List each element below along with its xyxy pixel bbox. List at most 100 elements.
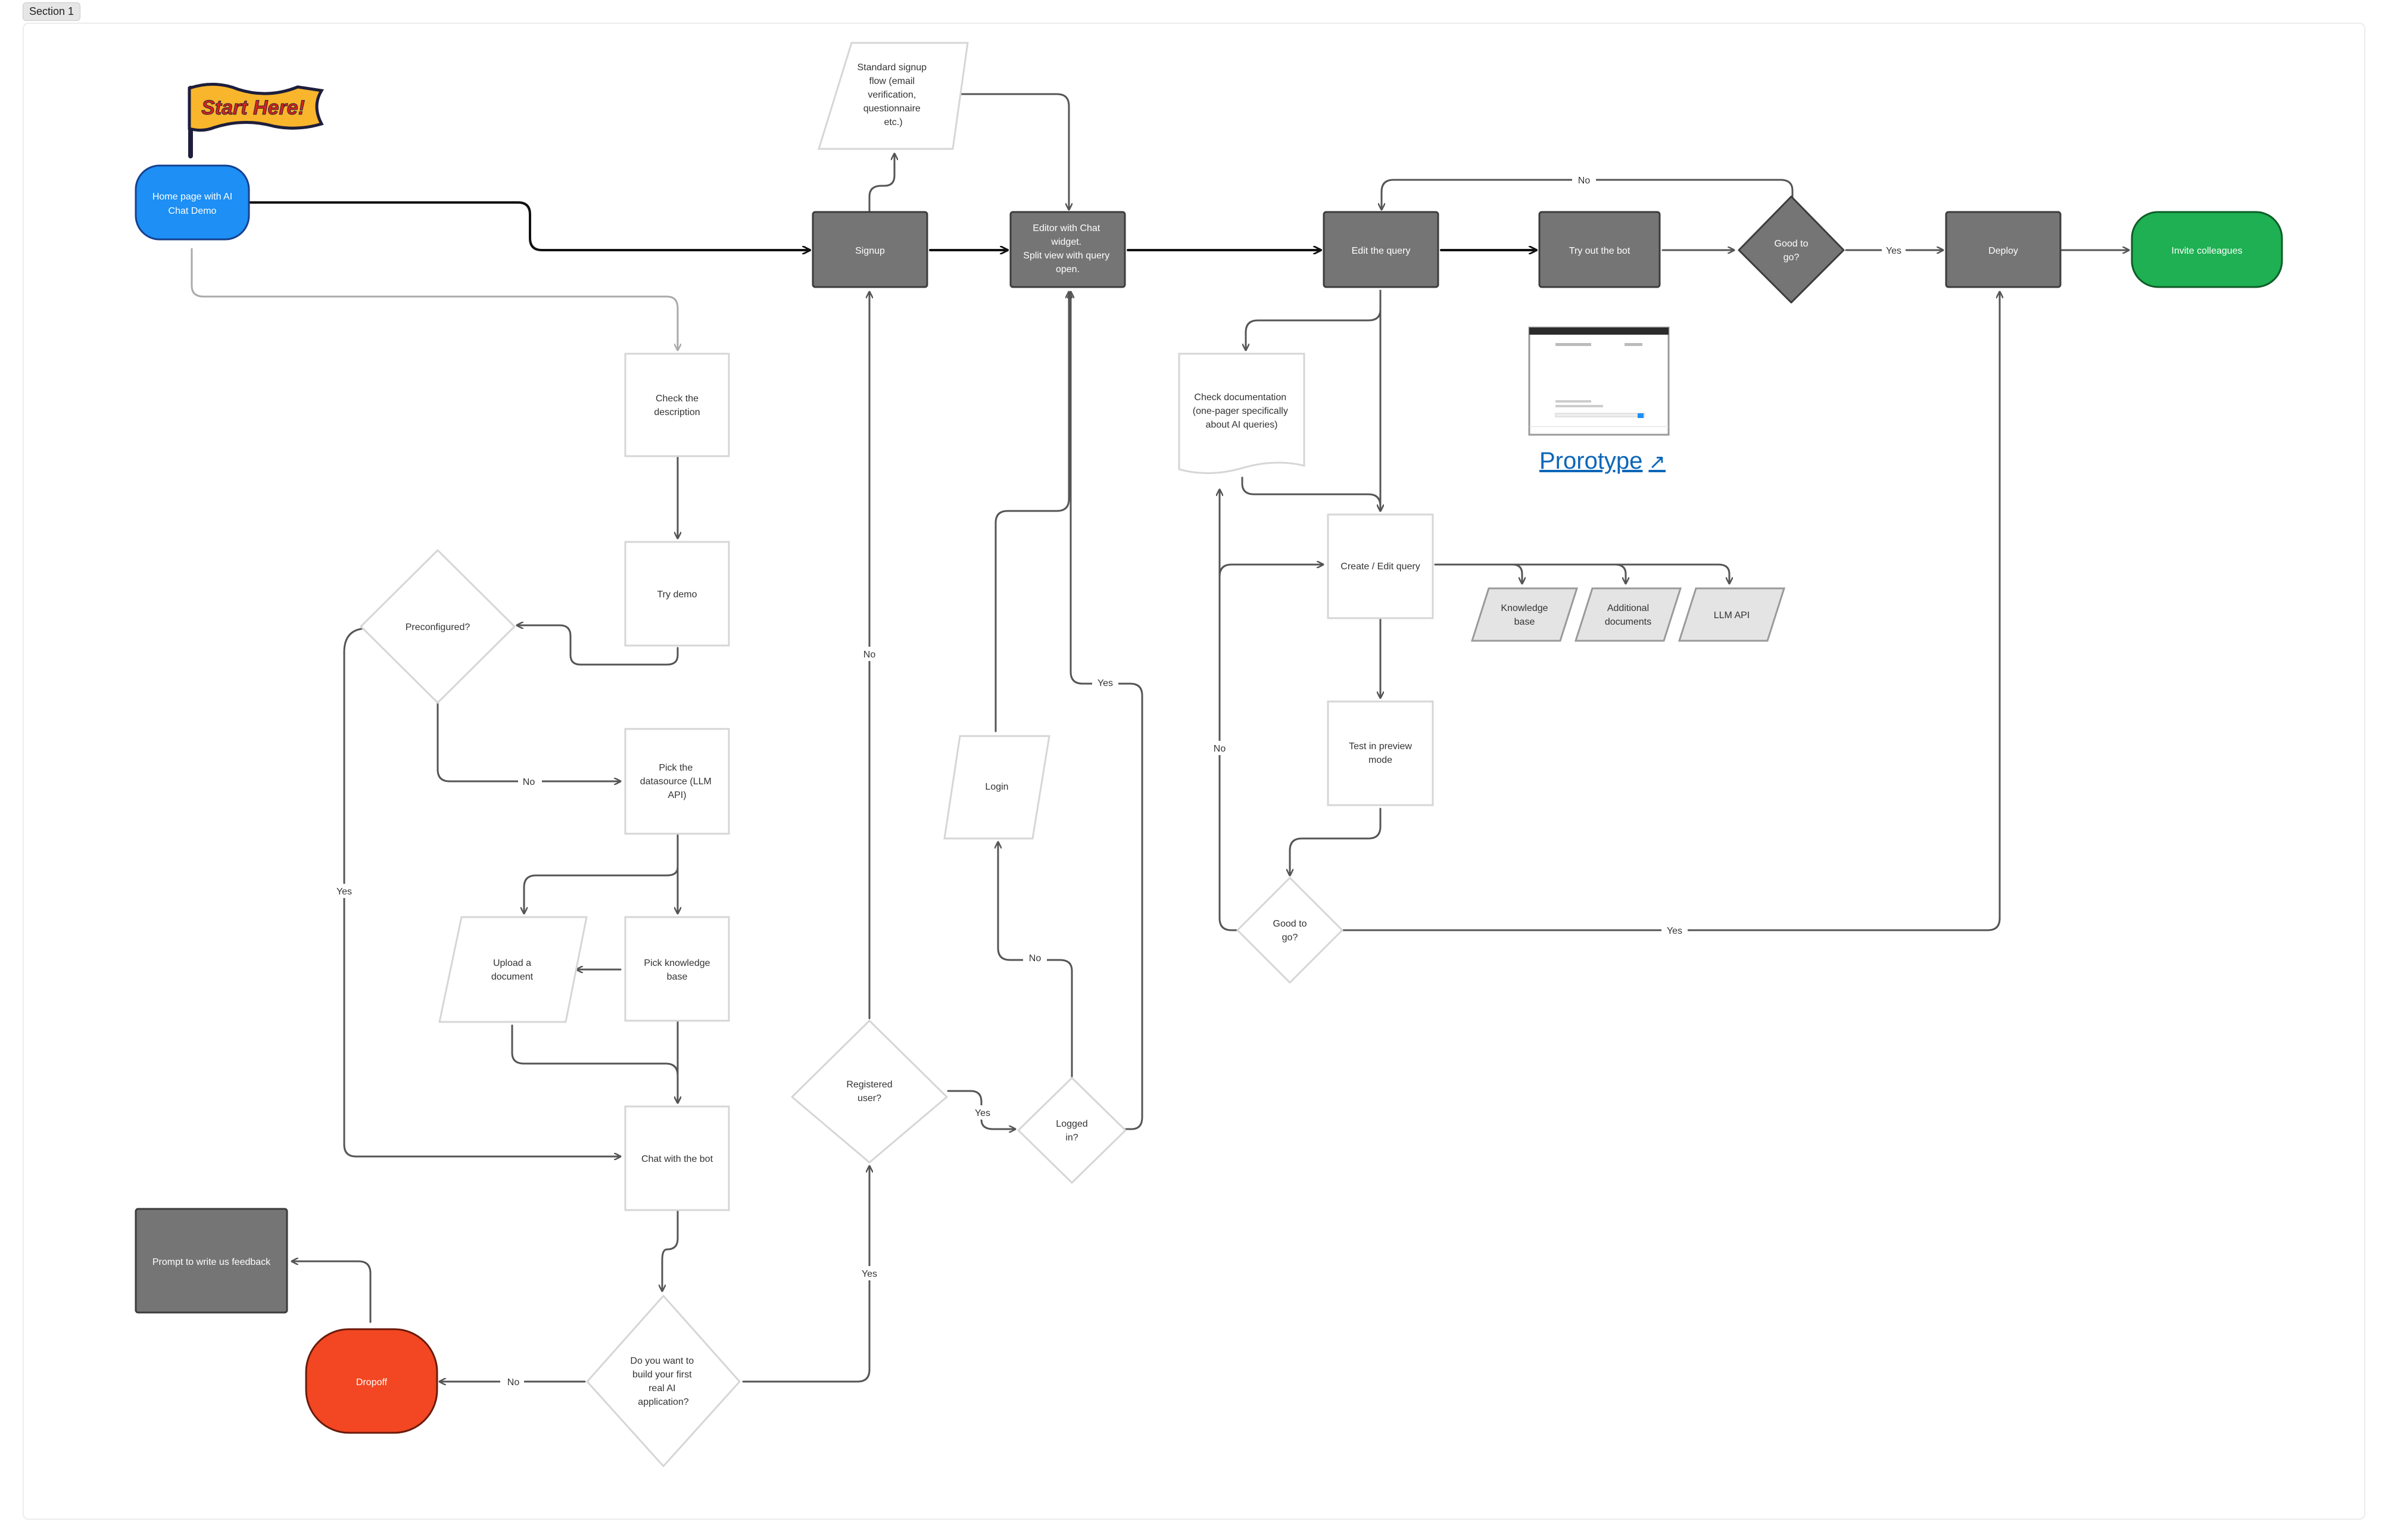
svg-text:Try out the bot: Try out the bot bbox=[1569, 246, 1630, 256]
node-try-demo[interactable]: Try demo bbox=[624, 541, 730, 647]
label-no-preconf: No bbox=[523, 777, 535, 787]
node-login[interactable]: Login bbox=[943, 735, 1050, 840]
node-chat-bot[interactable]: Chat with the bot bbox=[624, 1105, 730, 1211]
edge-signup-standard bbox=[868, 152, 894, 212]
node-create-edit[interactable]: Create / Edit query bbox=[1327, 513, 1434, 619]
edge-build-yes-registered bbox=[742, 1165, 869, 1383]
label-no-top: No bbox=[1578, 176, 1591, 186]
edge-create-kb bbox=[1434, 563, 1522, 585]
prototype-link[interactable]: Prorotype↗ bbox=[1539, 448, 1666, 475]
edge-standard-editor bbox=[955, 93, 1069, 211]
label-no-build: No bbox=[507, 1377, 520, 1388]
node-build-first[interactable]: Do you want to build your first real AI … bbox=[586, 1295, 741, 1467]
label-yes-mid: Yes bbox=[1667, 926, 1682, 936]
svg-text:Create / Edit query: Create / Edit query bbox=[1340, 562, 1420, 572]
label-yes-preconf: Yes bbox=[336, 887, 352, 897]
node-dropoff[interactable]: Dropoff bbox=[305, 1328, 438, 1434]
node-editor[interactable]: Editor with Chat widget. Split view with… bbox=[1009, 211, 1126, 288]
external-link-icon: ↗ bbox=[1648, 451, 1666, 473]
node-signup[interactable]: Signup bbox=[812, 211, 928, 288]
svg-text:Preconfigured?: Preconfigured? bbox=[406, 622, 470, 632]
edge-preconf-yes-chat bbox=[343, 627, 622, 1156]
edge-logged-yes-editor bbox=[1071, 291, 1143, 1130]
edge-labels: No Yes No Yes No Yes No Yes No Yes No Ye… bbox=[333, 173, 1906, 1389]
section-frame bbox=[23, 23, 2365, 1520]
svg-text:Login: Login bbox=[985, 782, 1008, 792]
edge-create-llm bbox=[1614, 563, 1729, 585]
edge-upload-chat bbox=[511, 1024, 678, 1104]
edge-dropoff-feedback bbox=[291, 1261, 372, 1323]
svg-text:Editor with Chat widget.: Editor with Chat widget. Split view with… bbox=[1023, 223, 1112, 275]
label-no-mid: No bbox=[1214, 744, 1226, 754]
node-edit-query[interactable]: Edit the query bbox=[1323, 211, 1439, 288]
svg-text:Chat with the bot: Chat with the bot bbox=[641, 1154, 713, 1164]
label-no-logged: No bbox=[1029, 953, 1042, 964]
svg-text:LLM API: LLM API bbox=[1714, 610, 1750, 621]
svg-text:Deploy: Deploy bbox=[1988, 246, 2018, 256]
prototype-thumbnail[interactable] bbox=[1528, 326, 1670, 436]
svg-text:Prompt to write us feedback: Prompt to write us feedback bbox=[152, 1257, 271, 1267]
label-yes-logged: Yes bbox=[1098, 678, 1113, 688]
edge-create-docs bbox=[1511, 563, 1626, 585]
edge-test-goodtogo bbox=[1290, 808, 1382, 877]
section-label: Section 1 bbox=[23, 2, 81, 21]
prototype-link-label: Prorotype bbox=[1539, 448, 1643, 474]
node-standard-signup[interactable]: Standard signup flow (email verification… bbox=[817, 42, 969, 150]
svg-text:Pick the datasource (LLM: Pick the datasource (LLM API) bbox=[640, 763, 715, 800]
edge-preconf-no-pick bbox=[437, 702, 622, 781]
label-yes-build: Yes bbox=[862, 1269, 877, 1279]
node-preconfigured[interactable]: Preconfigured? bbox=[360, 549, 516, 704]
node-pick-datasource[interactable]: Pick the datasource (LLM API) bbox=[624, 728, 730, 835]
label-yes-top: Yes bbox=[1886, 246, 1901, 256]
flag-cloth bbox=[188, 83, 325, 132]
svg-text:Try demo: Try demo bbox=[657, 590, 697, 600]
edge-goodtogo-no-checkdocs bbox=[1220, 488, 1239, 931]
edge-goodtogo-yes-deploy bbox=[1342, 291, 2000, 931]
edge-editquery-checkdocs bbox=[1246, 289, 1382, 351]
edge-chat-build bbox=[662, 1210, 679, 1292]
node-deploy[interactable]: Deploy bbox=[1945, 211, 2062, 288]
svg-text:Invite colleagues: Invite colleagues bbox=[2171, 246, 2242, 256]
edge-pick-upload bbox=[524, 863, 679, 915]
label-yes-registered: Yes bbox=[975, 1108, 990, 1118]
flag-text: Start Here! bbox=[201, 96, 305, 119]
node-llm-api[interactable]: LLM API bbox=[1678, 587, 1786, 642]
node-check-docs[interactable]: Check documentation (one-pager specifica… bbox=[1178, 353, 1305, 475]
edge-home-signup bbox=[248, 201, 811, 250]
edge-no-create bbox=[1218, 565, 1324, 579]
node-try-bot[interactable]: Try out the bot bbox=[1538, 211, 1661, 288]
node-invite[interactable]: Invite colleagues bbox=[2131, 211, 2283, 288]
start-here-flag: Start Here! bbox=[188, 83, 325, 158]
svg-text:Signup: Signup bbox=[855, 246, 885, 256]
node-prompt-feedback[interactable]: Prompt to write us feedback bbox=[135, 1208, 288, 1314]
svg-text:Do you want to build you: Do you want to build your first real AI … bbox=[630, 1356, 696, 1407]
edge-login-editor bbox=[994, 291, 1069, 732]
connectors bbox=[191, 93, 2130, 1383]
svg-text:Check documentation (one: Check documentation (one-pager specifica… bbox=[1193, 392, 1291, 430]
svg-text:Standard signup flow (em: Standard signup flow (email verification… bbox=[858, 63, 930, 127]
edge-checkdocs-create bbox=[1241, 476, 1380, 512]
